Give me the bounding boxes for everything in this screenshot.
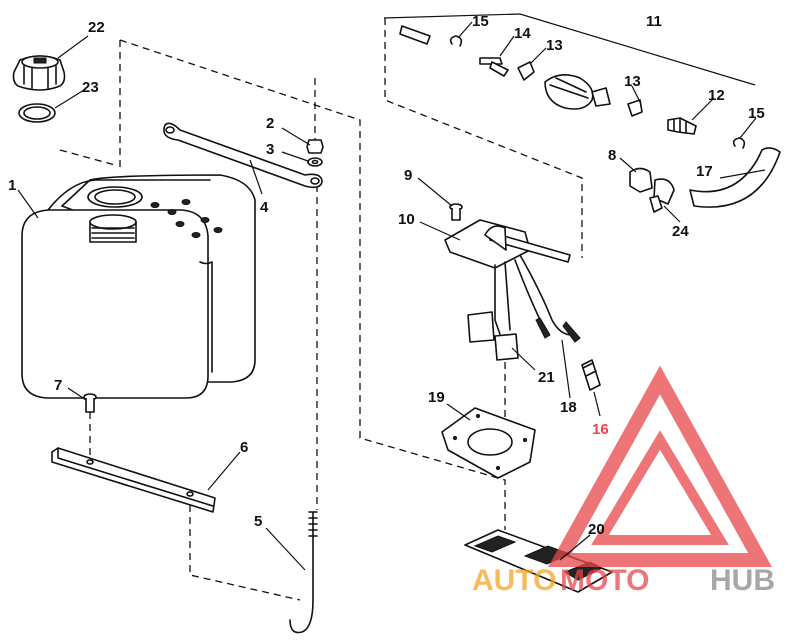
hose-stub — [399, 25, 431, 45]
fuel-hose — [689, 147, 781, 208]
callout-24: 24 — [672, 223, 689, 240]
fuel-pickup-assembly — [444, 219, 571, 361]
fuel-fitting-16 — [581, 359, 601, 391]
watermark-word-auto: AUTO — [472, 564, 556, 597]
callout-leaders — [17, 13, 766, 571]
cap-gasket — [18, 103, 56, 123]
hook-bolt — [289, 511, 318, 634]
sender-wires — [514, 254, 581, 343]
callout-23: 23 — [82, 79, 99, 96]
watermark-word-hub: HUB — [710, 564, 775, 597]
callout-2: 2 — [266, 115, 274, 132]
pickup-screw — [449, 203, 463, 221]
bracket-screw — [83, 393, 97, 413]
callout-15-top: 15 — [472, 13, 489, 30]
callout-17: 17 — [696, 163, 713, 180]
tank-connector-fitting — [667, 117, 697, 135]
check-valve-upper — [517, 61, 535, 81]
mounting-bracket — [51, 447, 216, 513]
callout-15-right: 15 — [748, 105, 765, 122]
primer-bulb — [544, 74, 611, 110]
hose-clamp-right — [732, 137, 746, 149]
elbow-fitting-24 — [649, 178, 675, 213]
nut — [306, 139, 324, 154]
callout-13-lower: 13 — [624, 73, 641, 90]
hold-down-strap — [163, 122, 323, 189]
hose-clamp-top — [449, 35, 463, 47]
callout-10: 10 — [398, 211, 415, 228]
callout-20: 20 — [588, 521, 605, 538]
callout-labels: 22 23 1 2 3 4 5 6 7 8 9 10 11 12 13 13 1… — [8, 13, 765, 538]
callout-6: 6 — [240, 439, 248, 456]
callout-22: 22 — [88, 19, 105, 36]
watermark-triangle-logo — [548, 365, 772, 567]
callout-12: 12 — [708, 87, 725, 104]
callout-13-upper: 13 — [546, 37, 563, 54]
callout-19: 19 — [428, 389, 445, 406]
hose-clamp-8 — [629, 167, 653, 193]
fuel-tank — [21, 174, 256, 399]
callout-16: 16 — [592, 421, 609, 438]
washer — [307, 157, 323, 167]
watermark-word-moto: MOTO — [560, 564, 649, 597]
pickup-gasket — [441, 407, 536, 479]
callout-9: 9 — [404, 167, 412, 184]
filler-cap — [12, 55, 66, 91]
callout-8: 8 — [608, 147, 616, 164]
callout-18: 18 — [560, 399, 577, 416]
check-valve-lower — [627, 99, 643, 117]
site-watermark: AUTO MOTO HUB — [472, 365, 775, 597]
callout-3: 3 — [266, 141, 274, 158]
callout-21: 21 — [538, 369, 555, 386]
callout-5: 5 — [254, 513, 262, 530]
callout-7: 7 — [54, 377, 62, 394]
callout-1: 1 — [8, 177, 16, 194]
assembly-guide-lines — [59, 18, 583, 601]
callout-11: 11 — [646, 13, 662, 30]
hose-connector — [479, 57, 509, 77]
callout-14: 14 — [514, 25, 531, 42]
callout-4: 4 — [260, 199, 269, 216]
